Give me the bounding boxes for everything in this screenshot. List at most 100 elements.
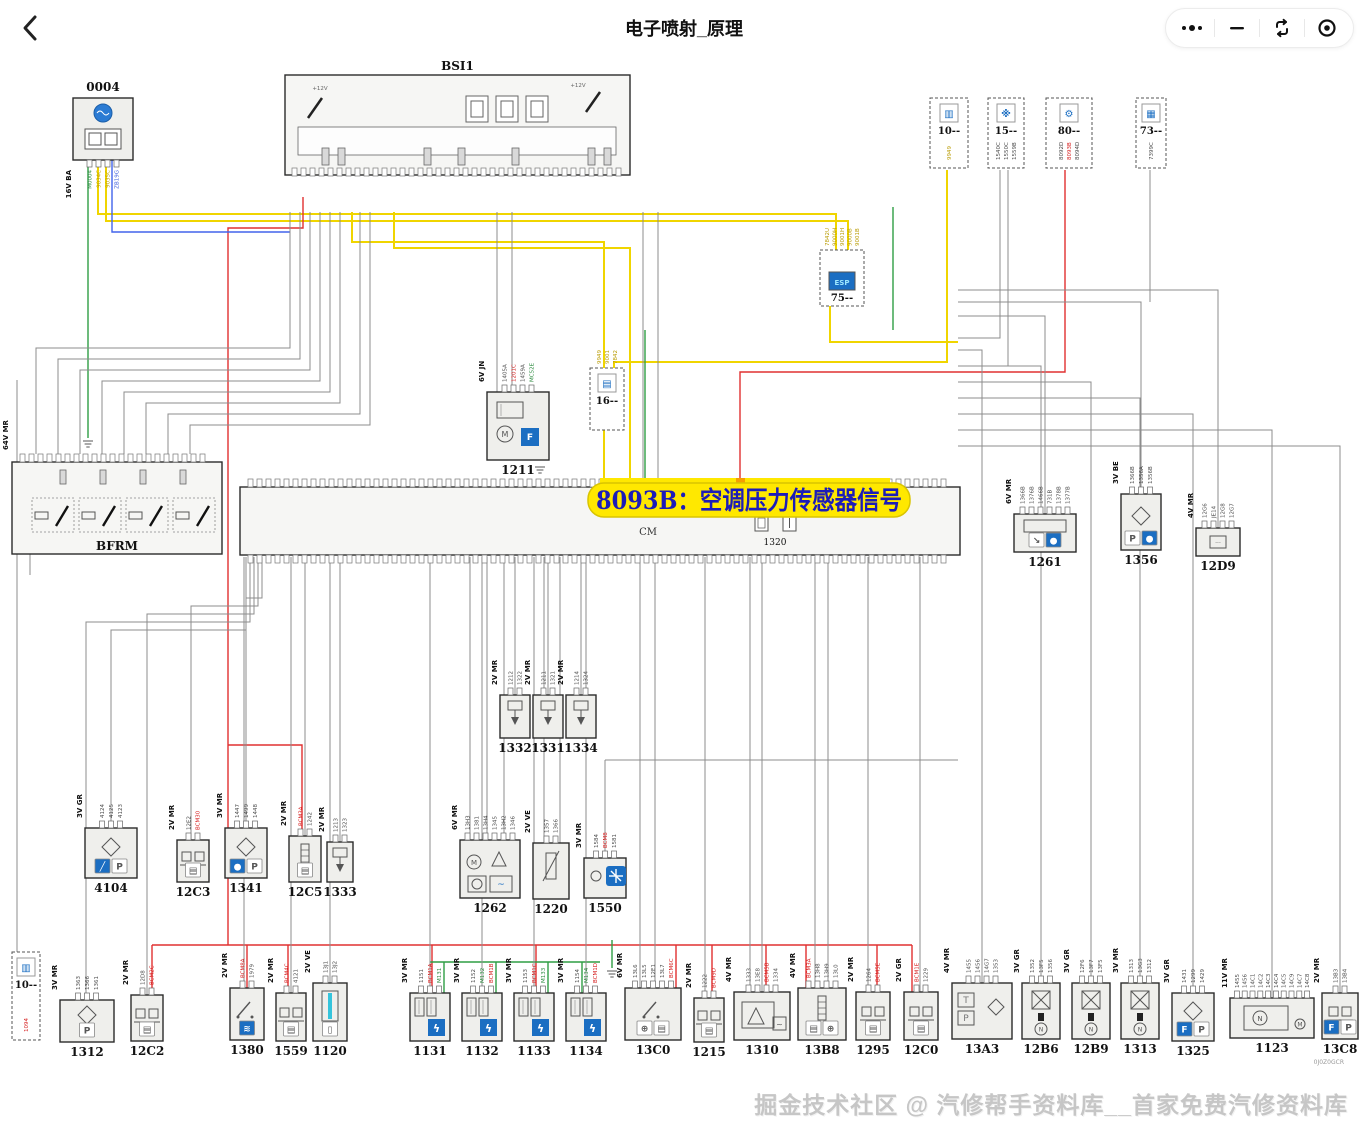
wire-code: 1154 (575, 969, 581, 983)
wire-code: 4125 (109, 804, 115, 818)
wire-code: 1346 (511, 816, 517, 830)
pin (310, 554, 317, 564)
harness-gauge: 3V GR (1163, 959, 1171, 983)
pin (498, 167, 505, 177)
pin (540, 985, 546, 994)
wire-code: JE14 (1212, 505, 1218, 519)
pin (1028, 506, 1035, 515)
pin (256, 478, 263, 488)
pin (248, 980, 255, 989)
pin (519, 384, 526, 393)
wire-k (79, 212, 311, 454)
wire-k (190, 557, 259, 840)
wire-code: 1153 (523, 969, 529, 983)
component-icon (1028, 532, 1045, 548)
pin (1147, 486, 1153, 495)
wire-code: 1214 (575, 671, 581, 685)
pin (108, 820, 114, 829)
wire-code: 13J1 (324, 961, 330, 973)
pin (445, 554, 452, 564)
pin (574, 985, 580, 994)
float-window-button[interactable] (1260, 10, 1304, 46)
component-label: 1211 (501, 463, 534, 477)
pin (84, 992, 90, 1001)
wire-k (123, 212, 331, 454)
wire-code: 14C4 (1274, 973, 1280, 988)
pin (706, 554, 713, 564)
wire-code: M132 (480, 968, 486, 983)
wire-code: 1376B (1030, 486, 1036, 504)
pin (940, 478, 947, 488)
component-icon (94, 858, 111, 874)
wire-code: MC52E (530, 362, 536, 382)
pin (904, 478, 911, 488)
harness-gauge: 2V MR (524, 659, 532, 685)
harness-gauge: 4V MR (943, 947, 951, 973)
component-icon-glyph: F (1328, 1024, 1334, 1034)
diagram-label: ~ (497, 880, 505, 890)
pin (148, 987, 155, 996)
component-icon-glyph: ▤ (809, 1025, 818, 1035)
harness-gauge: 4V MR (789, 952, 797, 978)
wire-code: 14C1 (1251, 974, 1257, 988)
pin (1190, 985, 1196, 994)
pin (507, 687, 514, 696)
cm-sub-label: 1320 (764, 538, 787, 548)
component-label: 1380 (230, 1043, 263, 1057)
float-window-icon (1276, 18, 1288, 38)
pin (185, 832, 192, 841)
pin (499, 478, 506, 488)
pin (701, 990, 708, 999)
component-label: 1312 (70, 1045, 103, 1059)
wire-y (351, 212, 605, 481)
diagram-label: ※ (1001, 108, 1011, 120)
pin (463, 478, 470, 488)
wire-code: 1581 (612, 834, 618, 848)
harness-gauge: 2V VE (304, 950, 312, 973)
wire-code: 13J2 (333, 961, 339, 973)
more-button[interactable] (1170, 10, 1214, 46)
component-label: BSI1 (441, 59, 474, 73)
component-label: 16-- (596, 396, 618, 407)
wire-r (228, 744, 303, 836)
pin (480, 167, 487, 177)
pin (526, 554, 533, 564)
back-button[interactable] (14, 8, 48, 48)
component-label: 1215 (692, 1045, 725, 1059)
pin (463, 554, 470, 564)
pin (571, 554, 578, 564)
pin (1341, 985, 1348, 994)
wire-code: 13L6 (633, 964, 639, 978)
minimize-button[interactable] (1215, 10, 1259, 46)
wire-code: BCM2C (150, 965, 156, 985)
pin (364, 554, 371, 564)
pin (472, 478, 479, 488)
pin (543, 835, 550, 844)
diagram-label: ▦ (1146, 109, 1155, 120)
pin (805, 554, 812, 564)
pin (922, 554, 929, 564)
wire-code: 13B3 (1334, 968, 1340, 983)
pin (436, 985, 442, 994)
pin (234, 820, 240, 829)
wire-code: 1377B (1066, 486, 1072, 504)
diagram-label: ϟ (589, 1022, 596, 1035)
target-button[interactable] (1305, 10, 1349, 46)
wire-code: 13E8 (756, 968, 762, 982)
pin (93, 992, 99, 1001)
pin (301, 478, 308, 488)
pin (974, 975, 981, 984)
pin (306, 828, 313, 837)
pin (588, 167, 595, 177)
component-label: 1132 (465, 1044, 498, 1058)
pin (373, 478, 380, 488)
pin (796, 554, 803, 564)
pin (1079, 975, 1085, 984)
